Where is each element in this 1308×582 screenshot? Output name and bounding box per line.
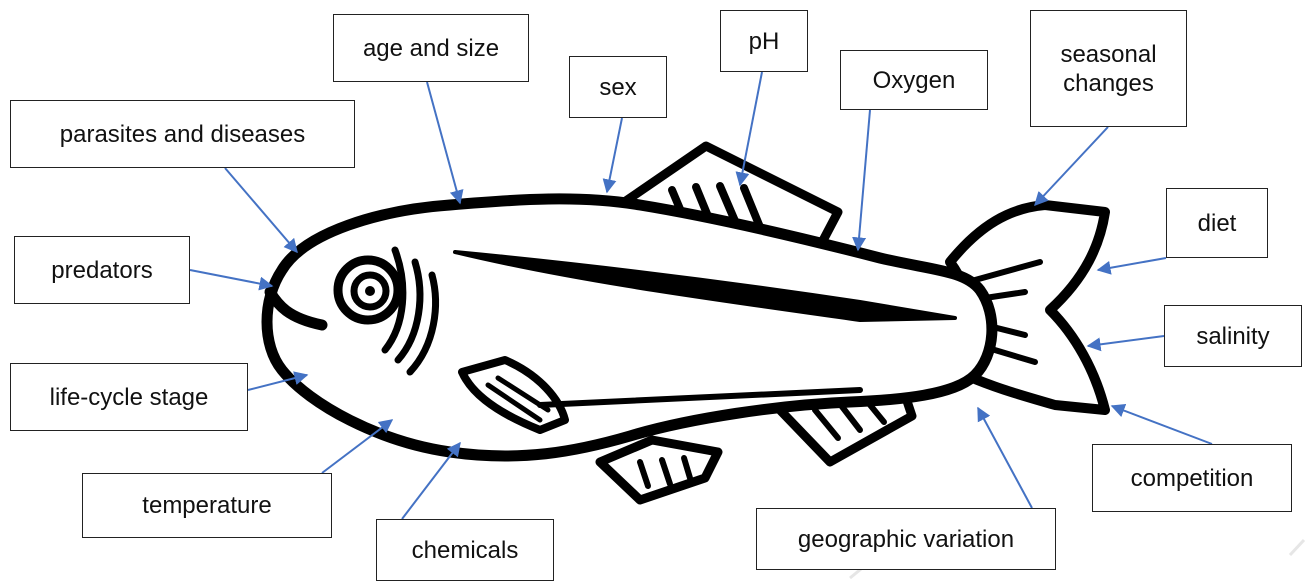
arrow-predators bbox=[190, 270, 272, 286]
label-oxygen: Oxygen bbox=[840, 50, 988, 110]
label-parasites-text: parasites and diseases bbox=[60, 120, 305, 149]
label-salinity-text: salinity bbox=[1196, 322, 1269, 351]
arrow-age-size bbox=[427, 82, 460, 203]
label-temperature: temperature bbox=[82, 473, 332, 538]
label-geographic-text: geographic variation bbox=[798, 525, 1014, 554]
arrow-salinity bbox=[1088, 336, 1164, 346]
label-sex-text: sex bbox=[599, 73, 636, 102]
label-life-cycle-stage: life-cycle stage bbox=[10, 363, 248, 431]
label-predators-text: predators bbox=[51, 256, 152, 285]
label-competition: competition bbox=[1092, 444, 1292, 512]
label-seasonal-line2: changes bbox=[1063, 69, 1154, 98]
arrow-seasonal bbox=[1035, 127, 1108, 205]
pelvic-fin bbox=[600, 440, 718, 500]
arrow-oxygen bbox=[858, 110, 870, 250]
label-age-and-size: age and size bbox=[333, 14, 529, 82]
label-seasonal-line1: seasonal bbox=[1060, 40, 1156, 69]
label-chemicals-text: chemicals bbox=[412, 536, 519, 565]
arrow-parasites bbox=[225, 168, 297, 252]
label-seasonal-changes: seasonal changes bbox=[1030, 10, 1187, 127]
label-life-cycle-text: life-cycle stage bbox=[50, 383, 209, 412]
label-sex: sex bbox=[569, 56, 667, 118]
label-ph: pH bbox=[720, 10, 808, 72]
arrow-diet bbox=[1098, 258, 1166, 270]
label-age-and-size-text: age and size bbox=[363, 34, 499, 63]
label-geographic-variation: geographic variation bbox=[756, 508, 1056, 570]
arrow-geographic bbox=[978, 408, 1032, 508]
label-competition-text: competition bbox=[1131, 464, 1254, 493]
fish-drawing bbox=[267, 146, 1105, 500]
label-diet-text: diet bbox=[1198, 209, 1237, 238]
label-ph-text: pH bbox=[749, 27, 780, 56]
arrow-sex bbox=[607, 118, 622, 192]
eye-pupil bbox=[365, 286, 375, 296]
arrow-competition bbox=[1112, 406, 1212, 444]
label-temperature-text: temperature bbox=[142, 491, 271, 520]
label-oxygen-text: Oxygen bbox=[873, 66, 956, 95]
label-parasites-and-diseases: parasites and diseases bbox=[10, 100, 355, 168]
label-diet: diet bbox=[1166, 188, 1268, 258]
label-chemicals: chemicals bbox=[376, 519, 554, 581]
label-predators: predators bbox=[14, 236, 190, 304]
arrow-chemicals bbox=[402, 443, 460, 519]
label-salinity: salinity bbox=[1164, 305, 1302, 367]
